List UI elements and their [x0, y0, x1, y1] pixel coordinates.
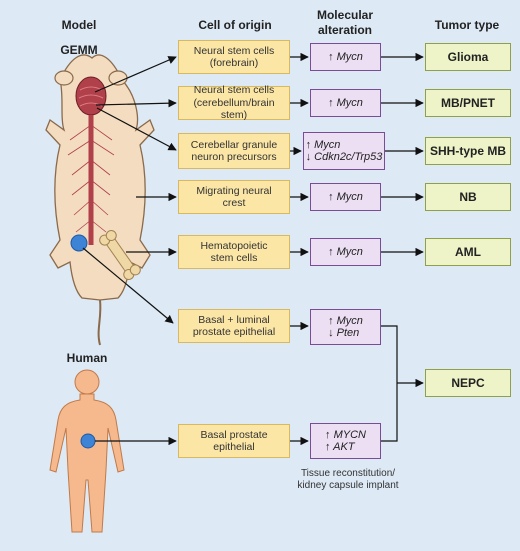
cell-row-2-line1: Neural stem cells	[193, 84, 275, 97]
tumor-row-1: Glioma	[425, 43, 511, 71]
mol-row-3: ↑ Mycn↓ Cdkn2c/Trp53	[303, 132, 385, 170]
arrow-cerebellum	[95, 98, 177, 108]
cell-prostate-human-line1: Basal prostate	[200, 428, 268, 441]
cell-prostate-mouse-line2: prostate epithelial	[192, 326, 276, 338]
mol-row-1-line1: ↑ Mycn	[328, 50, 363, 63]
label-gemm: GEMM	[60, 43, 98, 57]
mol-prostate-human: ↑ MYCN↑ AKT	[310, 423, 381, 459]
cell-row-1-line1: Neural stem cells	[193, 44, 275, 57]
cell-row-2-line2: (cerebellum/brain stem)	[193, 96, 275, 122]
cell-row-2: Neural stem cells(cerebellum/brain stem)	[178, 84, 290, 122]
tumor-row-5: AML	[425, 238, 511, 266]
human-illustration	[49, 369, 125, 533]
mol-row-4-line1: ↑ Mycn	[328, 190, 363, 203]
mouse-nerves	[67, 124, 115, 233]
nepc-bracket	[381, 325, 398, 442]
mol-prostate-mouse: ↑ Mycn↓ Pten	[310, 309, 381, 345]
tumor-nepc: NEPC	[425, 369, 511, 397]
header-molecular-line2: alteration	[317, 23, 372, 37]
header-molecular-line1: Molecular	[316, 8, 373, 22]
cell-row-4-line2: crest	[222, 197, 246, 209]
mol-row-3-line2: ↓ Cdkn2c/Trp53	[305, 151, 383, 163]
arrow-granule	[96, 107, 177, 151]
label-human: Human	[66, 351, 108, 365]
header-model: Model	[61, 18, 97, 32]
mol-prostate-human-line1: ↑ MYCN	[325, 428, 366, 441]
tumor-row-4: NB	[425, 183, 511, 211]
mol-row-5: ↑ Mycn	[310, 238, 381, 266]
cell-row-3-line2: neuron precursors	[191, 151, 277, 163]
cell-prostate-mouse-line1: Basal + luminal	[198, 313, 270, 326]
mol-prostate-human-line2: ↑ AKT	[325, 441, 355, 453]
tumor-row-2: MB/PNET	[425, 89, 511, 117]
cell-row-1: Neural stem cells(forebrain)	[178, 40, 290, 74]
arrow-prostate-mouse	[82, 247, 174, 324]
header-tumor-type: Tumor type	[434, 18, 500, 32]
mouse-marker-dot	[70, 234, 88, 252]
mol-row-2: ↑ Mycn	[310, 89, 381, 117]
human-body	[49, 393, 125, 533]
implant-note: Tissue reconstitution/ kidney capsule im…	[278, 468, 418, 492]
mol-prostate-mouse-line1: ↑ Mycn	[328, 314, 363, 327]
implant-note-line2: kidney capsule implant	[297, 480, 399, 491]
arrow-forebrain	[94, 56, 177, 93]
mol-row-5-line1: ↑ Mycn	[328, 245, 363, 258]
cell-row-5-line2: stem cells	[210, 252, 258, 264]
mol-row-4: ↑ Mycn	[310, 183, 381, 211]
implant-note-line1: Tissue reconstitution/	[300, 468, 396, 479]
tumor-row-3: SHH-type MB	[425, 137, 511, 165]
mouse-left-ear	[54, 70, 74, 86]
cell-row-4-line1: Migrating neural	[196, 184, 272, 197]
mouse-tail	[97, 299, 102, 346]
mol-row-3-line1: ↑ Mycn	[305, 138, 341, 151]
mol-row-1: ↑ Mycn	[310, 43, 381, 71]
mol-prostate-mouse-line2: ↓ Pten	[328, 327, 360, 339]
header-cell-of-origin: Cell of origin	[198, 18, 272, 32]
cell-row-5-line1: Hematopoietic	[200, 239, 268, 252]
mol-row-2-line1: ↑ Mycn	[328, 96, 363, 109]
cell-row-1-line2: (forebrain)	[209, 57, 259, 69]
cell-prostate-human-line2: epithelial	[213, 441, 255, 453]
cell-row-3-line1: Cerebellar granule	[190, 138, 278, 151]
bone-icon	[99, 230, 141, 280]
